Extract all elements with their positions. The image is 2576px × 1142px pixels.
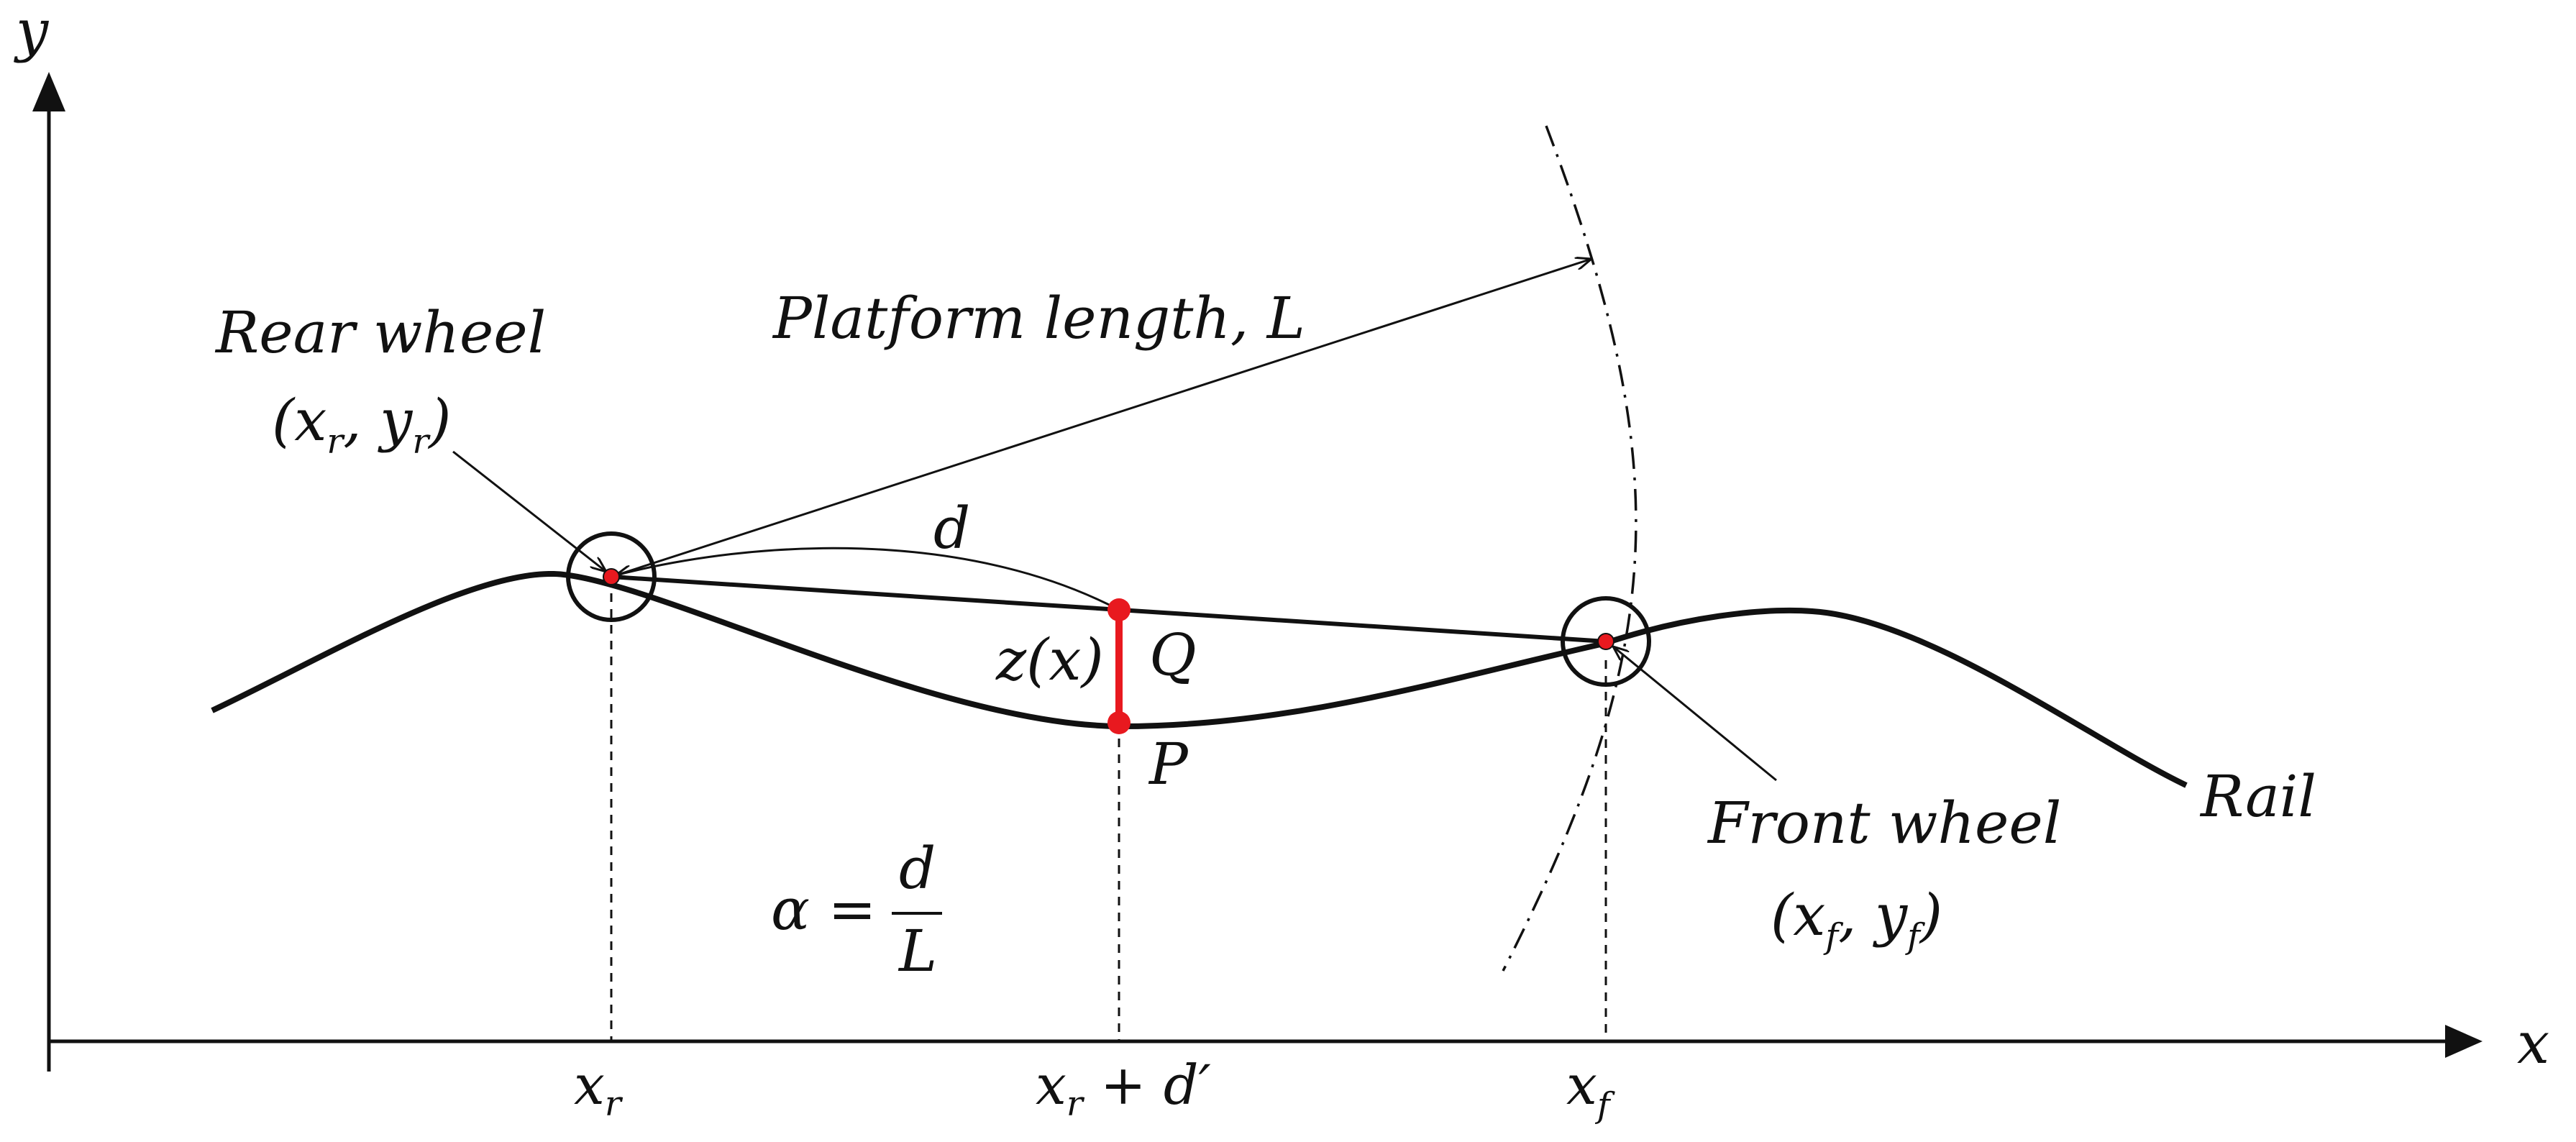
d-label: d <box>933 495 970 562</box>
rail-label: Rail <box>2199 763 2316 830</box>
rear-wheel-center <box>603 568 620 585</box>
front-wheel-center <box>1597 633 1614 650</box>
point-q-marker <box>1107 598 1131 621</box>
tick-label-xr: xr <box>574 1053 624 1124</box>
x-axis-arrowhead <box>2445 1025 2483 1058</box>
alpha-numerator: d <box>899 835 936 902</box>
point-p-label: P <box>1148 731 1189 798</box>
rear-wheel-circle <box>566 531 657 622</box>
rear-wheel-label: Rear wheel <box>214 299 546 366</box>
front-wheel-circle <box>1561 596 1651 687</box>
front-wheel-pointer <box>1613 647 1777 782</box>
y-axis-arrowhead <box>32 72 65 111</box>
front-wheel-coordinates: (xf, yf) <box>1771 882 1942 956</box>
rail-curve <box>211 570 2188 788</box>
rear-wheel-coordinates: (xr, yr) <box>272 387 452 462</box>
tick-label-xf: xf <box>1566 1053 1615 1125</box>
platform-length-label: Platform length, L <box>772 285 1305 352</box>
tick-label-xr-plus-d: xr + d′ <box>1036 1053 1211 1124</box>
rear-wheel-pointer <box>452 450 606 572</box>
alpha-label: α = <box>771 876 876 943</box>
point-q-label: Q <box>1149 621 1197 688</box>
platform-length-arrow <box>611 259 1591 578</box>
front-wheel-label: Front wheel <box>1707 790 2061 856</box>
radius-arc <box>1502 125 1638 972</box>
d-arc-arrow <box>616 547 1120 611</box>
alpha-denominator: L <box>898 918 937 985</box>
point-p-marker <box>1107 711 1131 734</box>
z-of-x-label: z(x) <box>995 626 1104 693</box>
x-axis-label: x <box>2517 1010 2549 1077</box>
y-axis-label: y <box>14 0 50 64</box>
